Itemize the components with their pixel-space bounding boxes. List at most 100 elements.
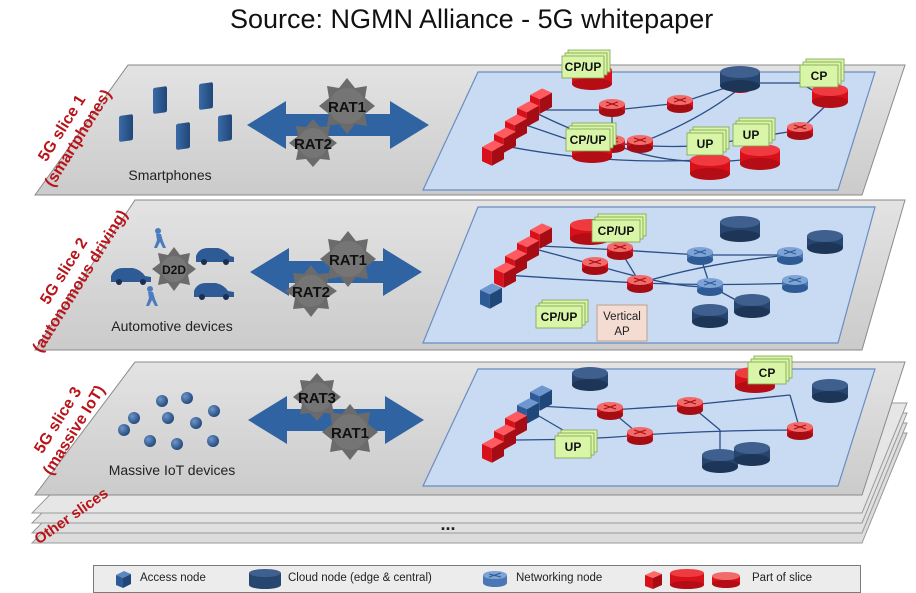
smartphone-icon [176,122,190,150]
networking-node-icon [607,242,633,260]
iot-device-icon [162,412,174,424]
slice-1-device-label: Smartphones [128,167,211,183]
rat-gear-icon [320,231,376,287]
core-function-label: UP [697,137,714,151]
slice-2-rat-label-2: RAT2 [292,284,330,301]
slice-3-rat-label-1: RAT3 [298,390,336,407]
core-function-label: UP [565,440,582,454]
car-icon [196,248,234,265]
core-function-label: CP [811,69,828,83]
slice-2-core-panel [422,206,876,344]
core-function-tag: CP [799,58,845,88]
d2d-label: D2D [162,263,186,277]
slice-2-rat-label-1: RAT1 [329,252,367,269]
iot-device-icon [207,435,219,447]
cloud-node-icon [702,449,738,473]
cloud-node-icon [690,154,730,180]
core-function-label: CP [759,366,776,380]
networking-node-icon [483,571,507,587]
slice-3-device-label: Massive IoT devices [109,462,236,478]
iot-device-icon [181,392,193,404]
legend: Access node Cloud node (edge & central) … [93,565,861,593]
pedestrian-icon [146,286,158,306]
access-node-icon [482,437,504,463]
core-function-label: CP/UP [565,60,602,74]
networking-node-icon [782,275,808,293]
networking-node-icon [687,247,713,265]
car-icon [111,268,151,285]
cloud-node-icon [812,379,848,403]
core-function-label: CP/UP [570,133,607,147]
cloud-node-icon [720,216,760,242]
core-function-tag: CP/UP [565,122,617,152]
cloud-node-icon [692,304,728,328]
networking-node-icon [599,99,625,117]
networking-node-icon [667,95,693,113]
access-node-icon [482,140,504,166]
cloud-node-icon [734,442,770,466]
smartphone-icon [199,82,213,110]
slice-3-rat-label-2: RAT1 [331,425,369,442]
core-function-tag: UP [732,117,776,147]
core-function-label: CP/UP [598,224,635,238]
rat-gear-icon [285,265,337,317]
iot-device-icon [144,435,156,447]
core-function-label: UP [743,128,760,142]
slice-2-device-label: Automotive devices [111,318,232,334]
source-caption: Source: NGMN Alliance - 5G whitepaper [230,4,714,34]
cloud-node-icon [812,84,848,108]
iot-device-icon [208,405,220,417]
automotive-group: D2D [111,228,234,306]
vertical-ap-line-1: Vertical [603,311,641,323]
networking-node-icon [597,402,623,420]
cloud-node-icon [249,569,281,589]
smartphone-icon [153,86,167,114]
vertical-ap-tag: Vertical AP [596,304,648,342]
core-function-tag: CP/UP [561,49,611,79]
core-function-tag: UP [554,429,598,459]
core-function-tag: CP/UP [591,213,647,243]
iot-device-icon [171,438,183,450]
access-node-icon [480,283,502,309]
networking-node-icon [627,135,653,153]
cloud-node-icon [572,367,608,391]
part-of-slice-icon [645,569,740,589]
networking-node-icon [677,397,703,415]
legend-access-node-label: Access node [140,572,206,584]
core-function-tag: CP/UP [535,299,589,329]
iot-device-icon [190,417,202,429]
pedestrian-icon [154,228,166,248]
cloud-node-icon [807,230,843,254]
iot-device-icon [128,412,140,424]
networking-node-icon [787,422,813,440]
legend-networking-node-label: Networking node [516,572,603,584]
vertical-ap-line-2: AP [614,326,630,338]
smartphone-icon [119,114,133,142]
legend-part-of-slice-label: Part of slice [752,572,813,584]
iot-devices-group [118,392,220,450]
rat-gear-icon [293,373,341,421]
smartphone-icon [218,114,232,142]
rat-gear-icon [319,78,375,134]
slice-1-rat-label-2: RAT2 [294,136,332,153]
access-node-icon [116,571,131,588]
slice-1-radio-arrow [247,101,429,149]
core-function-tag: UP [686,126,730,156]
iot-device-icon [156,395,168,407]
core-function-tag: CP [747,355,793,385]
networking-node-icon [627,275,653,293]
rat-gear-icon [322,404,378,460]
iot-device-icon [118,424,130,436]
networking-node-icon [787,122,813,140]
cloud-node-icon [740,144,780,170]
car-icon [194,283,234,300]
d2d-gear-icon [152,247,196,291]
networking-node-icon [697,278,723,296]
rat-gear-icon [289,119,337,167]
legend-cloud-node-label: Cloud node (edge & central) [288,572,432,584]
ellipsis-text: ... [440,514,455,534]
networking-node-icon [627,427,653,445]
cloud-node-icon [720,66,760,92]
networking-node-icon [582,257,608,275]
